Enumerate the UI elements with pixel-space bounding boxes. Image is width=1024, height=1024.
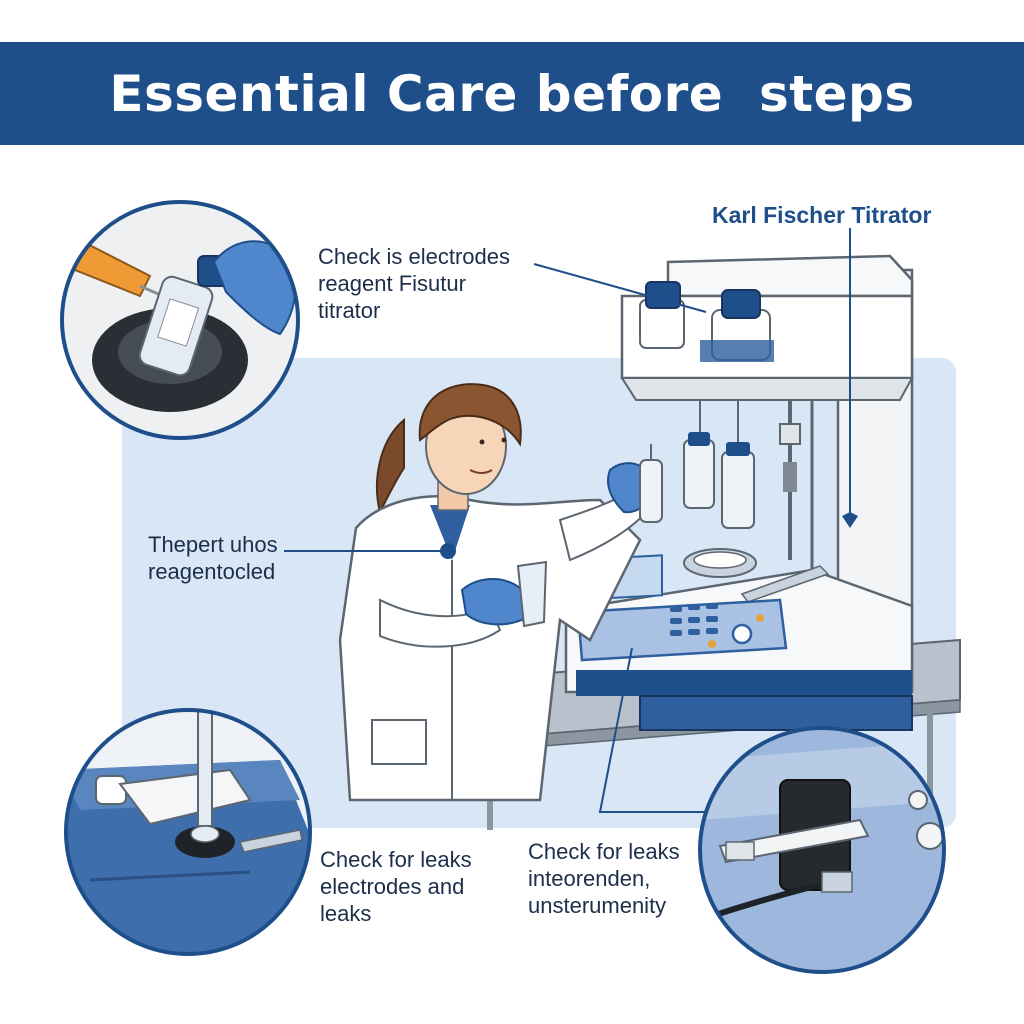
callout-top: Check is electrodes reagent Fisutur titr… — [318, 243, 510, 324]
callout-top-line-2: reagent Fisutur — [318, 271, 466, 296]
inset-electrode-holder — [64, 708, 312, 956]
callout-bottom-right-line-1: Check for leaks — [528, 839, 680, 864]
callout-dot — [440, 543, 456, 559]
callout-middle-line-2: reagentocled — [148, 559, 276, 584]
callout-lines — [284, 228, 851, 813]
callout-marker — [842, 512, 858, 528]
title-banner: Essential Care before steps — [0, 42, 1024, 145]
scientist-figure — [338, 383, 663, 802]
callout-top-line-1: Check is electrodes — [318, 244, 510, 269]
callout-bottom-right: Check for leaks inteorenden, unsterumeni… — [528, 838, 680, 919]
callout-bottom-left-line-2: electrodes and — [320, 874, 465, 899]
inset-connector — [698, 726, 946, 974]
callout-top-line-3: titrator — [318, 298, 381, 323]
device-title: Karl Fischer Titrator — [712, 202, 932, 228]
callout-bottom-left-line-3: leaks — [320, 901, 372, 926]
callout-bottom-left: Check for leaks electrodes and leaks — [320, 846, 472, 927]
inset-reagent-vial — [60, 200, 300, 440]
callout-middle: Thepert uhos reagentocled — [148, 531, 278, 585]
callout-bottom-right-line-2: inteorenden, — [528, 866, 651, 891]
callout-bottom-left-line-1: Check for leaks — [320, 847, 472, 872]
callout-middle-line-1: Thepert uhos — [148, 532, 278, 557]
callout-bottom-right-line-3: unsterumenity — [528, 893, 667, 918]
page-title: Essential Care before steps — [109, 64, 915, 123]
